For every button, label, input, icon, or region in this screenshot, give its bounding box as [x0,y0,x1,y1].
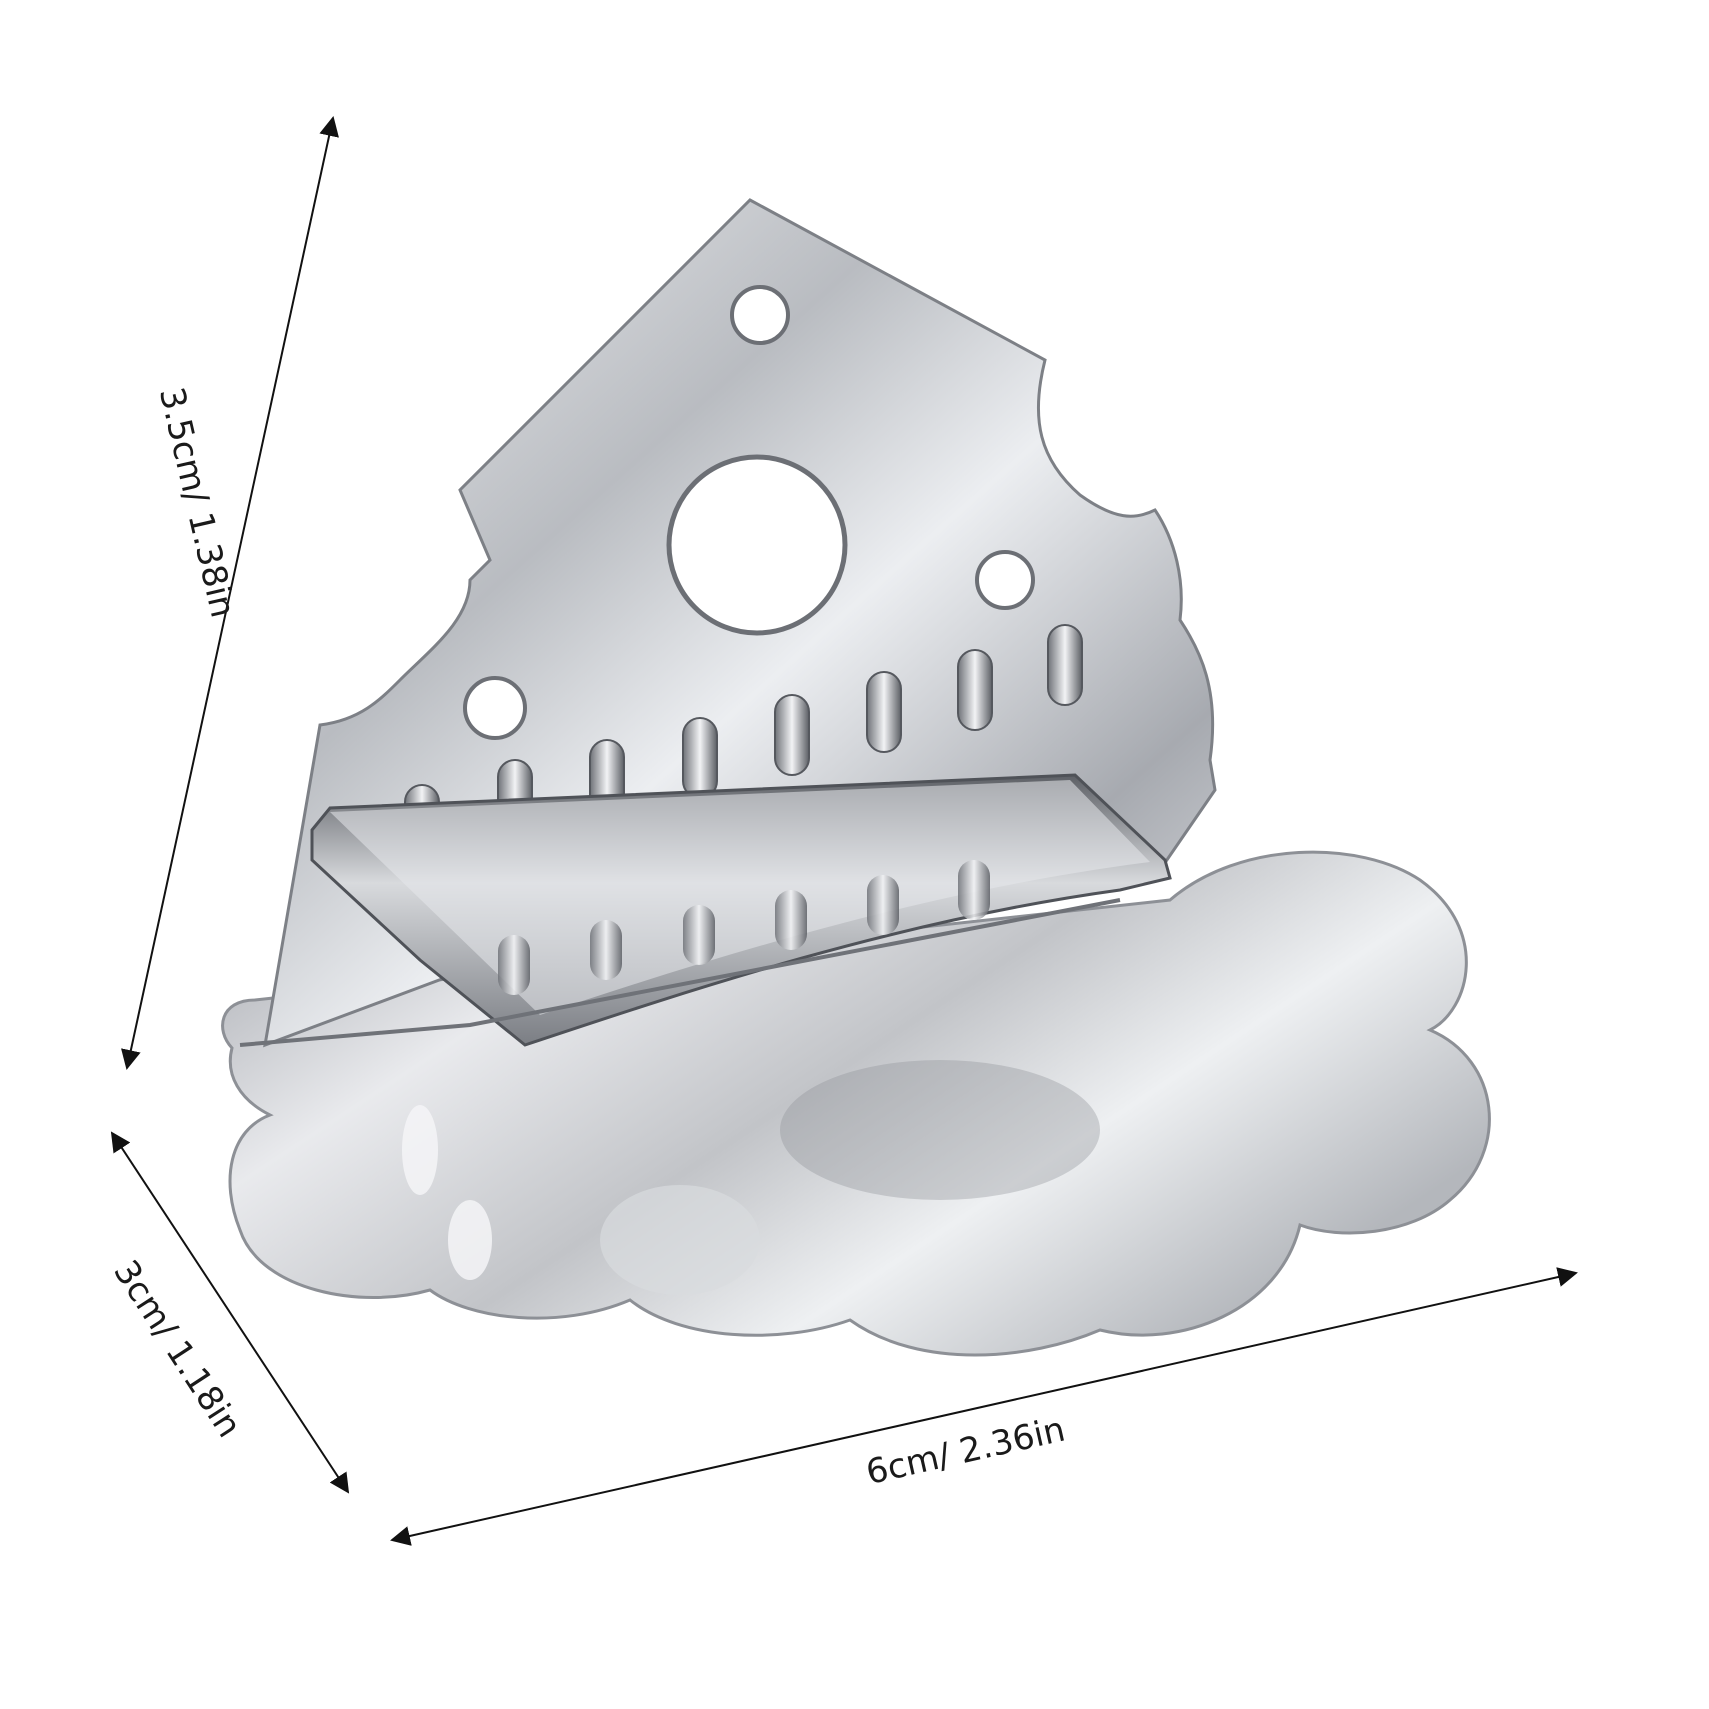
center-hole [666,454,848,636]
bar-slot [683,905,715,965]
mounting-hole [463,676,527,740]
anchor-bar-highlight [330,780,1150,1015]
string-slot [774,694,810,776]
string-slot [1047,624,1083,706]
base-reflection [600,1185,760,1295]
mounting-hole [975,550,1035,610]
mounting-hole [730,285,790,345]
bar-slot [590,920,622,980]
bar-slot [775,890,807,950]
height-label: 3.5cm/ 1.38in [151,384,243,622]
string-slot [866,671,902,753]
bar-slot [867,875,899,935]
string-slot [957,649,993,731]
depth-label: 3cm/ 1.18in [105,1253,249,1445]
hinge-crease [239,898,1121,1047]
bar-slot-reflections [498,860,990,995]
bar-slot [958,860,990,920]
string-slot [682,717,718,799]
tailpiece [221,198,1491,1357]
height-arrow [121,116,339,1070]
width-arrow [390,1267,1578,1546]
depth-arrow [110,1131,350,1494]
base-reflection [402,1105,438,1195]
width-label: 6cm/ 2.36in [862,1410,1068,1494]
base-reflection [448,1200,492,1280]
base-reflection [780,1060,1100,1200]
bar-slot [498,935,530,995]
